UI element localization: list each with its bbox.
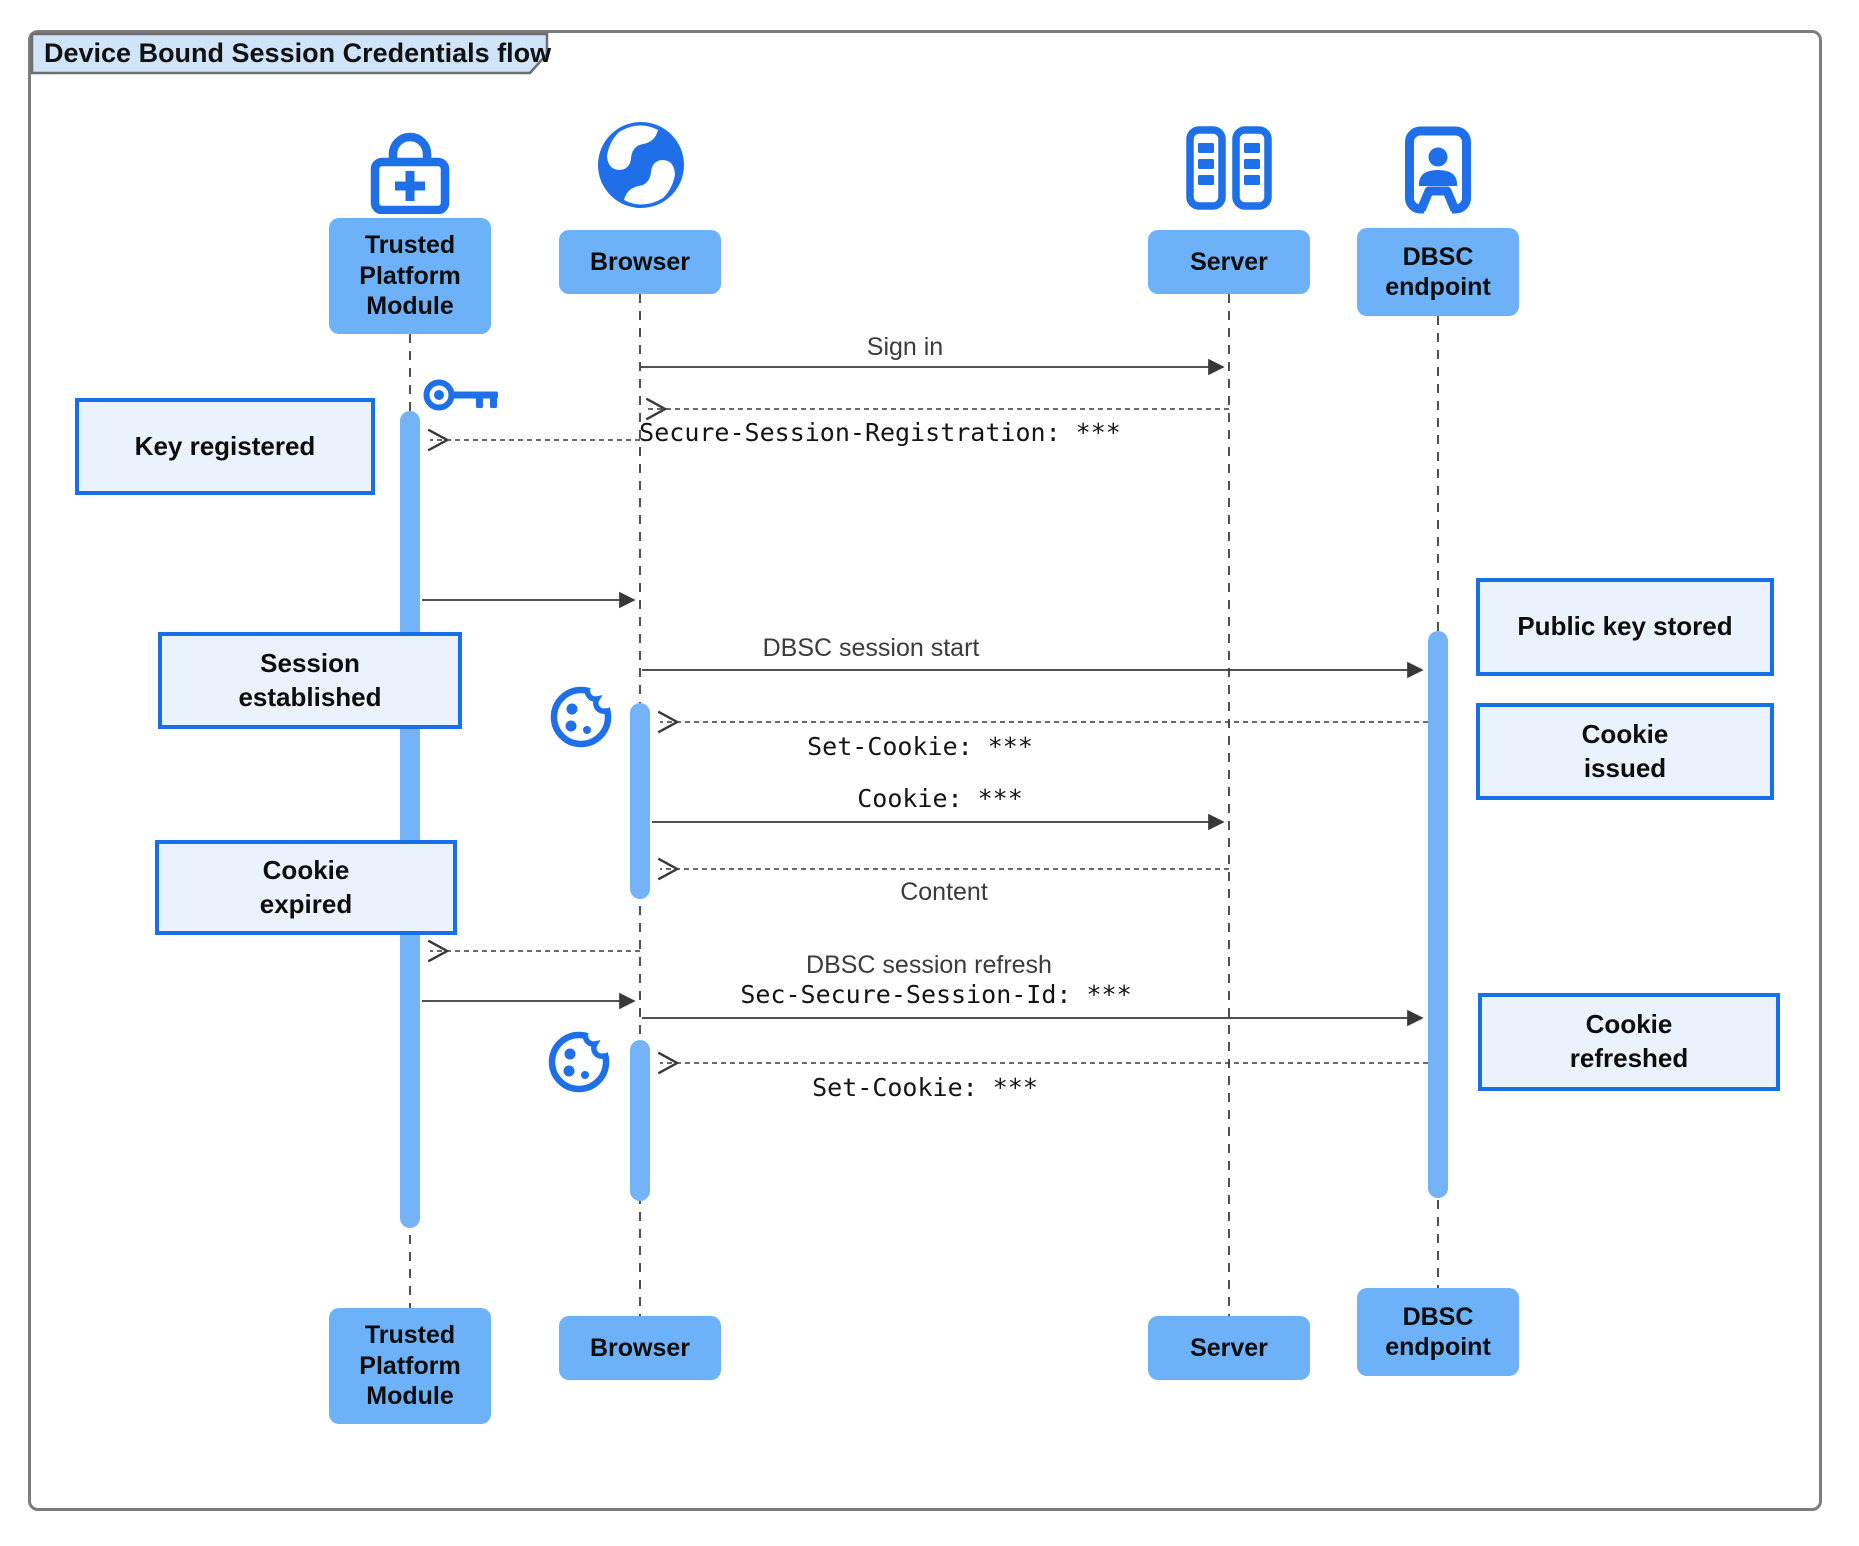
label-dbsc-session-refresh: DBSC session refresh — [806, 951, 1052, 979]
diagram-frame — [28, 30, 1822, 1511]
key-icon — [423, 379, 498, 411]
label-secure-session-registration: Secure-Session-Registration: *** — [639, 418, 1121, 447]
note-session-established: Session established — [158, 632, 462, 729]
participant-dbsc-top: DBSC endpoint — [1357, 228, 1519, 316]
participant-tpm-top: Trusted Platform Module — [329, 218, 491, 334]
label-dbsc-session-start: DBSC session start — [762, 634, 980, 662]
title-tab — [30, 32, 549, 75]
server-rack-icon — [1186, 126, 1272, 210]
participant-server-top: Server — [1148, 230, 1310, 294]
activation-dbsc — [1428, 631, 1448, 1198]
label-cookie: Cookie: *** — [857, 784, 1023, 813]
activation-tpm — [400, 411, 420, 1228]
activation-browser-1 — [630, 703, 650, 899]
label-set-cookie-1: Set-Cookie: *** — [807, 732, 1033, 761]
label-content: Content — [900, 878, 988, 906]
participant-browser-bottom: Browser — [559, 1316, 721, 1380]
participant-tpm-bottom: Trusted Platform Module — [329, 1308, 491, 1424]
cookie-icon — [548, 1026, 615, 1093]
label-sign-in: Sign in — [866, 333, 944, 361]
label-set-cookie-2: Set-Cookie: *** — [812, 1073, 1038, 1102]
id-badge-icon — [1405, 126, 1471, 214]
diagram-title: Device Bound Session Credentials flow — [44, 38, 552, 68]
note-cookie-expired: Cookie expired — [155, 840, 457, 935]
activation-browser-2 — [630, 1040, 650, 1201]
participant-dbsc-bottom: DBSC endpoint — [1357, 1288, 1519, 1376]
note-cookie-refreshed: Cookie refreshed — [1478, 993, 1780, 1091]
note-cookie-issued: Cookie issued — [1476, 703, 1774, 800]
note-key-registered: Key registered — [75, 398, 375, 495]
note-public-key-stored: Public key stored — [1476, 578, 1774, 676]
label-sec-secure-session-id: Sec-Secure-Session-Id: *** — [740, 980, 1132, 1009]
participant-browser-top: Browser — [559, 230, 721, 294]
globe-icon — [598, 122, 684, 208]
lock-plus-icon — [370, 132, 450, 214]
cookie-icon — [550, 681, 617, 748]
participant-server-bottom: Server — [1148, 1316, 1310, 1380]
